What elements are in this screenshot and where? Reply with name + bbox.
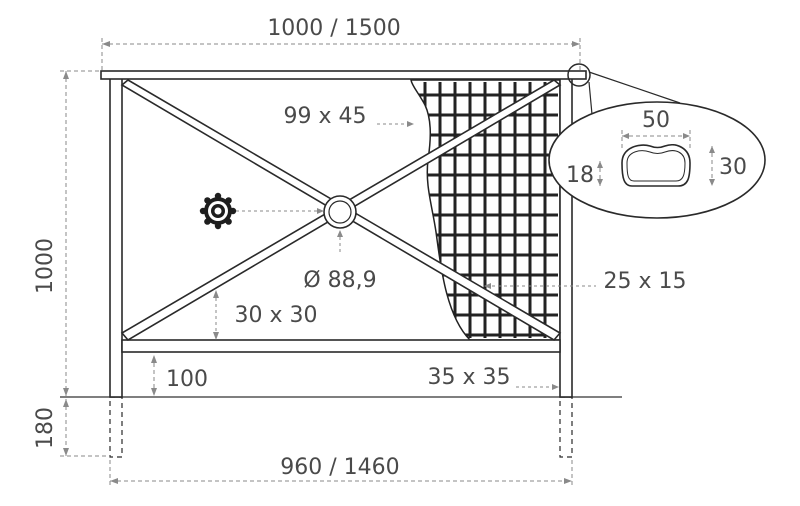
- label-bottom-gap: 100: [166, 367, 208, 392]
- label-post: 35 x 35: [428, 365, 511, 390]
- callout-ornament: [236, 208, 324, 214]
- label-width-bottom: 960 / 1460: [280, 455, 399, 480]
- label-diagonal: 30 x 30: [235, 303, 318, 328]
- center-ring-inner: [328, 200, 352, 224]
- rosette-petal: [225, 197, 232, 204]
- label-profile-height-right: 30: [719, 155, 747, 180]
- label-width-top: 1000 / 1500: [267, 16, 400, 41]
- label-ring: Ø 88,9: [303, 268, 376, 293]
- rosette-petal: [229, 207, 237, 215]
- dimension-bottom-gap: 100: [151, 355, 208, 396]
- label-height: 1000: [33, 238, 58, 294]
- label-mesh-bar: 25 x 15: [604, 269, 687, 294]
- rosette-petal: [214, 222, 222, 230]
- profile-detail: 50 18 30: [548, 63, 766, 219]
- label-profile-height-left: 18: [566, 163, 594, 188]
- callout-post: 35 x 35: [428, 365, 559, 390]
- callout-rail-profile: 99 x 45: [284, 104, 414, 129]
- mesh-panel: [410, 79, 561, 341]
- rosette-petal: [204, 197, 211, 204]
- label-rail-profile: 99 x 45: [284, 104, 367, 129]
- handrail: [100, 70, 587, 80]
- rosette-petal: [225, 218, 232, 225]
- label-embed-depth: 180: [33, 407, 58, 449]
- callout-mesh-bar: 25 x 15: [484, 269, 687, 294]
- callout-ring: Ø 88,9: [303, 230, 377, 293]
- detail-marker: [567, 63, 591, 87]
- rosette-petal: [204, 218, 211, 225]
- label-profile-width: 50: [642, 108, 670, 133]
- dimension-height: 1000: [33, 70, 100, 396]
- left-post: [109, 76, 123, 398]
- dimension-bottom-width: 960 / 1460: [109, 455, 573, 486]
- rail-profile-shape: [621, 144, 691, 187]
- bottom-rail: [121, 339, 561, 353]
- dimension-top-width: 1000 / 1500: [101, 16, 581, 70]
- dimension-embed-depth: 180: [33, 399, 110, 457]
- rosette-petal: [214, 192, 222, 200]
- rosette-petal: [199, 207, 207, 215]
- rosette-ornament-icon: [199, 192, 237, 230]
- embedded-post-parts: [109, 396, 573, 458]
- callout-diagonal: 30 x 30: [213, 290, 318, 340]
